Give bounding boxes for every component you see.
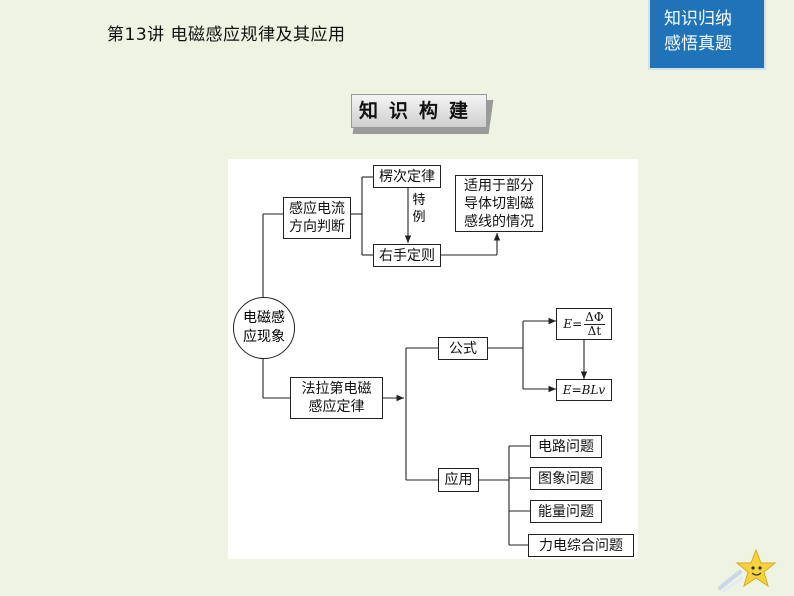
root-node: 电磁感 应现象: [233, 297, 295, 359]
faraday-line-1: 法拉第电磁: [301, 381, 372, 397]
right-hand-rule-node: 右手定则: [373, 244, 441, 267]
application-group-node: 应用: [438, 468, 479, 492]
app-circuit-node: 电路问题: [530, 435, 602, 458]
formula2-lhs: E: [562, 383, 572, 397]
nav-line-2: 感悟真题: [664, 34, 732, 54]
applies-line-3: 感线的情况: [464, 213, 534, 230]
section-banner: 知识构建: [351, 94, 494, 134]
direction-line-2: 方向判断: [289, 219, 345, 235]
banner-label: 知识构建: [351, 94, 487, 128]
formula1-numerator: ΔΦ: [584, 309, 605, 325]
nav-summary-button[interactable]: 知识归纳 感悟真题: [648, 0, 766, 70]
formula2-eq: =: [571, 383, 582, 397]
formula2-rhs: BLv: [581, 383, 606, 397]
formula1-eq: =: [572, 317, 583, 331]
formula1-denominator: Δt: [587, 323, 602, 338]
direction-line-1: 感应电流: [289, 201, 345, 217]
app-energy-node: 能量问题: [530, 500, 602, 523]
formula1-lhs: E: [563, 317, 573, 331]
formula-group-node: 公式: [438, 337, 488, 360]
faraday-line-2: 感应定律: [308, 399, 365, 415]
lecture-title: 第13讲 电磁感应规律及其应用: [107, 25, 346, 45]
nav-line-1: 知识归纳: [664, 9, 732, 29]
faraday-law-node: 法拉第电磁 感应定律: [290, 377, 383, 419]
applies-note-node: 适用于部分 导体切割磁 感线的情况: [455, 175, 543, 232]
applies-line-2: 导体切割磁: [464, 195, 534, 212]
root-line-2: 应现象: [243, 329, 285, 345]
direction-node: 感应电流 方向判断: [283, 197, 351, 239]
star-icon: [718, 548, 777, 592]
special-case-char-2: 例: [412, 210, 426, 225]
app-graph-node: 图象问题: [530, 467, 602, 490]
special-case-label: 特 例: [411, 192, 427, 226]
applies-line-1: 适用于部分: [464, 177, 534, 194]
formula-emf-flux: E = ΔΦ Δt: [556, 308, 612, 340]
formula1-fraction: ΔΦ Δt: [584, 309, 605, 338]
lenz-law-node: 楞次定律: [373, 165, 441, 188]
root-line-1: 电磁感: [243, 310, 285, 326]
app-force-electric-node: 力电综合问题: [528, 534, 634, 557]
special-case-char-1: 特: [412, 193, 426, 208]
formula-emf-motional: E = BLv: [556, 379, 612, 401]
